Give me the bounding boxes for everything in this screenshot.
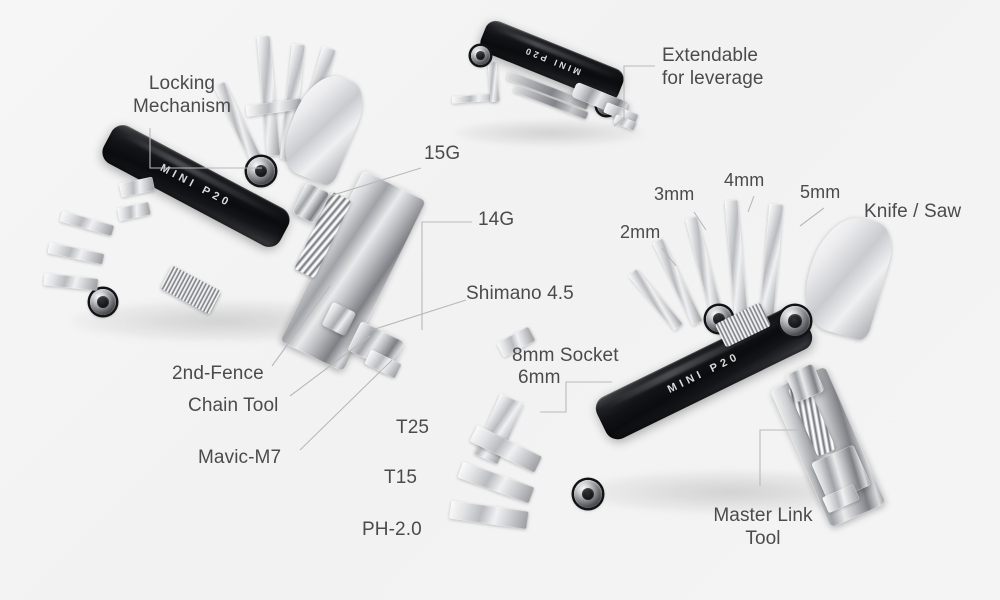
pivot-bolt-right-upper bbox=[780, 306, 810, 336]
callout-6mm: 6mm bbox=[518, 367, 561, 388]
callout-8mm-socket: 8mm Socket bbox=[512, 345, 619, 366]
bit-ph20 bbox=[449, 500, 529, 530]
leader-14g bbox=[421, 221, 472, 330]
drop-shadow bbox=[455, 120, 645, 146]
leader-4mm bbox=[747, 195, 755, 213]
knife-saw-blade bbox=[795, 208, 899, 342]
leader-5mm bbox=[799, 207, 825, 227]
pivot-bolt-left-lower bbox=[90, 289, 116, 315]
flat-bit-left-2 bbox=[116, 201, 152, 222]
callout-knife-saw: Knife / Saw bbox=[864, 201, 962, 222]
callout-mavic-m7: Mavic-M7 bbox=[198, 447, 282, 468]
pivot-bolt-right-lower bbox=[574, 480, 602, 508]
hex-key-bend bbox=[487, 61, 500, 103]
callout-locking-mechanism: Locking Mechanism bbox=[132, 73, 232, 118]
callout-5mm: 5mm bbox=[800, 182, 841, 202]
callout-4mm: 4mm bbox=[724, 170, 765, 190]
callout-ph20: PH-2.0 bbox=[362, 519, 422, 540]
callout-extendable: Extendable for leverage bbox=[662, 45, 764, 90]
flat-bit-left-1 bbox=[118, 176, 156, 198]
callout-2nd-fence: 2nd-Fence bbox=[172, 363, 264, 384]
callout-chain-tool: Chain Tool bbox=[188, 395, 279, 416]
callout-2mm: 2mm bbox=[620, 222, 661, 242]
torx-bit-left-2 bbox=[47, 242, 105, 265]
hex-key-4mm bbox=[724, 199, 749, 325]
callout-3mm: 3mm bbox=[654, 184, 695, 204]
callout-shimano: Shimano 4.5 bbox=[466, 283, 574, 304]
callout-master-link-tool: Master Link Tool bbox=[713, 505, 813, 550]
torx-bit-left-1 bbox=[59, 210, 115, 237]
callout-t25: T25 bbox=[396, 417, 430, 438]
leader-shimano bbox=[371, 299, 467, 331]
pivot-bolt-left-upper bbox=[247, 157, 275, 185]
phillips-bit-left bbox=[43, 273, 99, 291]
callout-t15: T15 bbox=[384, 467, 418, 488]
hex-key-left-1 bbox=[256, 35, 281, 157]
callout-14g: 14G bbox=[478, 209, 515, 230]
pivot-bolt-top-left bbox=[471, 46, 490, 65]
callout-15g: 15G bbox=[424, 143, 461, 164]
leader-mavic-m7 bbox=[299, 359, 393, 451]
